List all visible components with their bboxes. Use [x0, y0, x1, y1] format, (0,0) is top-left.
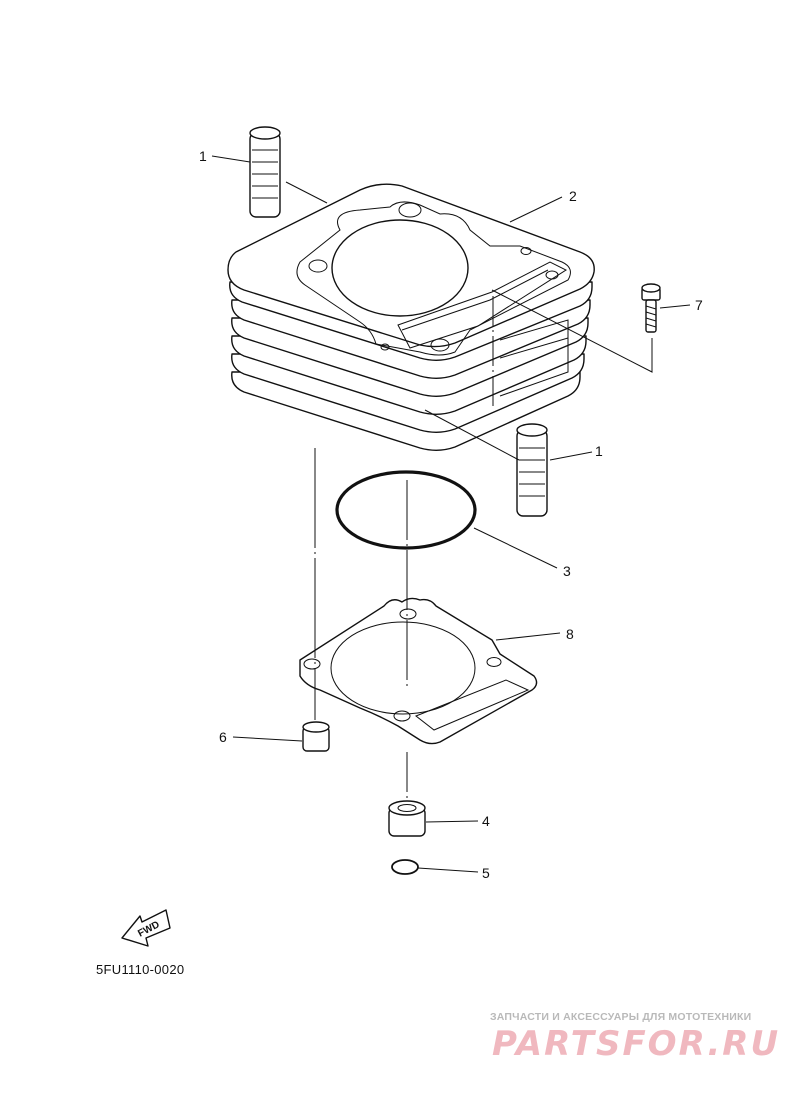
- collar-6: [302, 721, 330, 752]
- callout-6: 6: [219, 729, 227, 745]
- callout-1-top: 1: [199, 148, 207, 164]
- bolt: [641, 283, 661, 333]
- o-ring-small: [391, 859, 419, 875]
- watermark-logo: PARTSFOR.RU: [492, 1024, 781, 1064]
- callout-3: 3: [563, 563, 571, 579]
- callout-2: 2: [569, 188, 577, 204]
- callout-7: 7: [695, 297, 703, 313]
- leader-lines: [211, 155, 691, 873]
- base-gasket: [299, 597, 538, 745]
- collar-4: [388, 800, 426, 837]
- cylinder-block: [227, 183, 595, 451]
- callout-5: 5: [482, 865, 490, 881]
- diagram-code: 5FU1110-0020: [96, 962, 185, 977]
- assembly-lines: [314, 289, 653, 800]
- watermark-tagline: ЗАПЧАСТИ И АКСЕССУАРЫ ДЛЯ МОТОТЕХНИКИ: [490, 1011, 752, 1023]
- callout-4: 4: [482, 813, 490, 829]
- callout-1-side: 1: [595, 443, 603, 459]
- fwd-arrow-icon: FWD: [121, 909, 171, 947]
- callout-8: 8: [566, 626, 574, 642]
- dowel-pin-side: [516, 423, 548, 517]
- o-ring-large: [335, 470, 477, 550]
- dowel-pin-top: [249, 126, 281, 218]
